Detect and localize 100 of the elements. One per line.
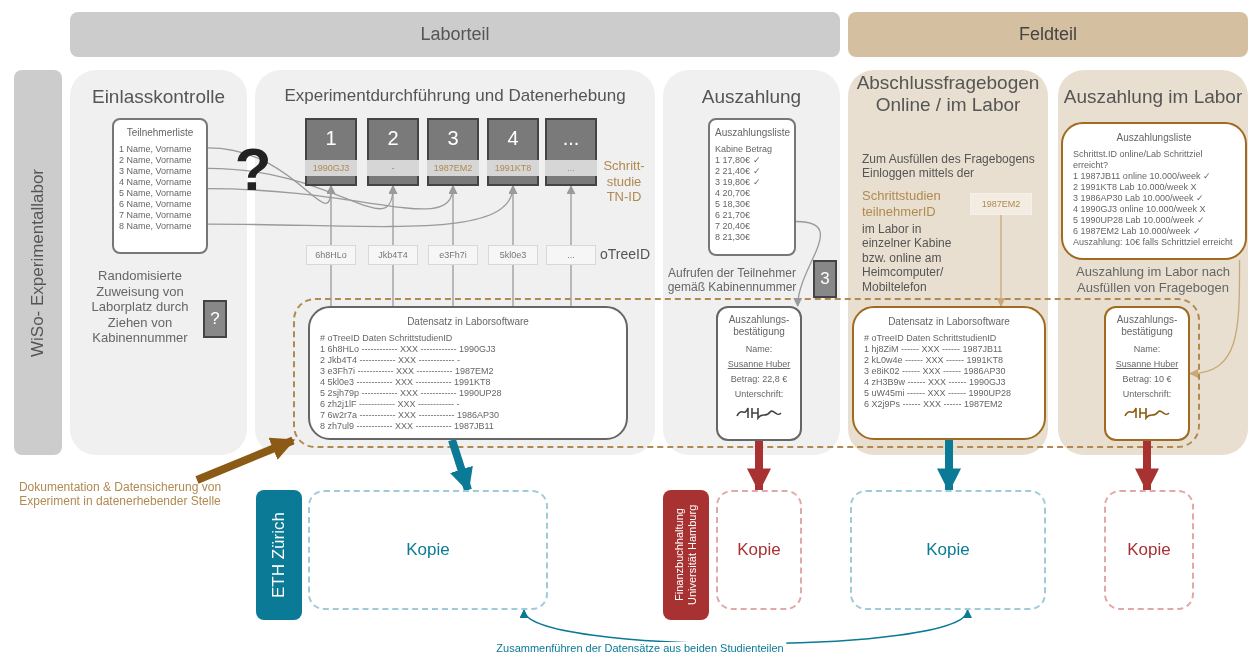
id-tag: 5kl0e3 [488,245,538,265]
id-tag: e3Fh7i [428,245,478,265]
table-row-text: 4 20,70€ [715,188,752,200]
thick-arrow [1135,441,1159,493]
arrow [566,185,576,246]
copy-card: Kopie [308,490,548,610]
table-row-text: 5 18,30€ [715,199,752,210]
arrow [1189,259,1241,378]
table-row-text: 3 e8iK02 ------ XXX ------ 1986AP30 [864,366,1007,378]
cabin-number: 4 [506,126,520,151]
arrow [996,214,1006,307]
table-row-text: 2 kL0w4e ------ XXX ------ 1991KT8 [864,355,1005,367]
id-tag: ... [546,245,596,265]
table-row-text: Auszahlung: 10€ falls Schrittziel erreicht [1073,236,1234,248]
name-value: Susanne Huber [1114,359,1180,371]
section-band: WiSo- Experimentallabor [14,70,62,455]
arrow [448,185,458,246]
edge-label: Zusammenführen der Datensätze aus beiden Studienteilen [493,642,787,654]
label-text: im Labor in einzelner Kabine bzw. online am Heimcomputer/ Mobiltelefon [862,222,953,296]
cabin-number: 2 [386,126,400,151]
table-row-text: 7 6w2r7a ------------ XXX ------------ 1986AP30 [320,409,500,421]
arrow [326,185,336,246]
cabin-card [545,118,597,186]
panel-title: Einlasskontrolle [90,86,227,108]
table-row-text: 4 zH3B9w ------ XXX ------ 1990GJ3 [864,377,1007,389]
table-row-text: 5 Name, Vorname [119,188,193,200]
panel-title: Experimentdurchführung und Datenerhebung [283,86,627,106]
copy-card: Kopie [716,490,802,610]
cabin-number: 3 [446,126,460,151]
participant-id: ... [545,160,597,176]
table-row-text: 4 5kl0e3 ------------ XXX ------------ 1991KT8 [320,377,492,389]
label-text: oTreeID [600,246,650,264]
table-row-text: 3 1986AP30 Lab 10.000/week ✓ [1073,193,1206,205]
table-row-text: 1 1987JB11 online 10.000/week ✓ [1073,171,1212,183]
document-card [112,118,208,254]
document-card [708,118,796,256]
amount-line: Betrag: 22,8 € [729,374,789,386]
table-row-text: 3 e3Fh7i ------------ XXX ------------ 1987EM2 [320,366,495,378]
panel-title: Auszahlung [700,86,803,108]
table-row-text: 6 Name, Vorname [119,199,193,210]
table-row-text: 1 hj8ZiM ------ XXX ------ 1987JB11 [864,344,1004,356]
document-title: Auszahlungsliste [1115,132,1193,145]
receipt-title: Auszahlungs- bestätigung [1115,314,1179,339]
id-tag: 6h8HLo [306,245,356,265]
table-row-text: 3 19,80€ ✓ [715,177,762,189]
organization-tab: Finanzbuchhaltung Universität Hamburg [663,490,709,620]
table-row-text: 4 Name, Vorname [119,177,193,189]
organization-tab: ETH Zürich [256,490,302,620]
document-card [308,306,628,440]
caption-text: Randomisierte Zuweisung von Laborplatz durch Ziehen von Kabinennummer [90,268,190,348]
id-tag: 1987EM2 [970,193,1032,215]
document-title: Auszahlungsliste [715,127,789,140]
connector-line [570,264,572,307]
copy-card: Kopie [850,490,1046,610]
arrow [508,185,518,246]
receipt-title: Auszahlungs- bestätigung [727,314,791,339]
table-header: # oTreeID Daten SchrittstudienID [320,333,454,345]
label-text: Zum Ausfüllen des Fragebogens Einloggen mittels der [862,152,1036,183]
connector-line [392,264,394,307]
document-title: Datensatz in Laborsoftware [406,316,530,329]
field-label: Name: [1132,344,1162,356]
connector-line [512,264,514,307]
document-title: Teilnehmerliste [125,127,195,140]
table-row-text: 1 6h8HLo ------------ XXX ------------ 1990GJ3 [320,344,497,356]
table-row-text: 2 21,40€ ✓ [715,166,762,178]
arrow [794,220,822,307]
table-row-text: 6 zh2j1lF ------------ XXX ------------ - [320,399,461,410]
cabin-card [427,118,479,186]
table-row-text: 7 20,40€ [715,220,752,232]
table-header: Kabine Betrag [715,144,774,156]
field-label: Name: [744,344,774,356]
table-row-text: 2 1991KT8 Lab 10.000/week X [1073,182,1198,194]
table-row-text: 2 Name, Vorname [119,155,193,167]
cabin-number: ... [561,126,581,151]
arrow [388,185,398,246]
participant-id: 1991KT8 [487,160,539,176]
table-header: # oTreeID Daten SchrittstudienID [864,333,998,345]
participant-id: 1990GJ3 [305,160,357,176]
document-card [1061,122,1247,260]
amount-line: Betrag: 10 € [1121,374,1173,386]
label-text: Aufrufen der Teilnehmer gemäß Kabinennummer [666,266,798,296]
table-row-text: 7 Name, Vorname [119,210,193,221]
table-row-text: 5 2sjh79p ------------ XXX ------------ 1990UP28 [320,388,503,399]
table-row-text: 6 21,70€ [715,210,752,221]
document-card [852,306,1046,440]
cabin-number: 1 [324,126,338,151]
question-mark: ? [233,140,273,205]
document-title: Datensatz in Laborsoftware [887,316,1011,329]
cabin-card [367,118,419,186]
cabin-card [305,118,357,186]
name-value: Susanne Huber [726,359,792,371]
number-card: 3 [813,260,837,298]
table-row-text: 6 1987EM2 Lab 10.000/week ✓ [1073,225,1202,237]
annotation-text: Dokumentation & Datensicherung von Experiment in datenerhebender Stelle [10,480,230,520]
table-row-text: 5 uW45mi ------ XXX ------ 1990UP28 [864,388,1013,399]
connector-line [452,264,454,307]
id-tag: Jkb4T4 [368,245,418,265]
label-text: Schrittstudien teilnehmerID [862,188,942,221]
table-row-text: 6 X2j9Ps ------ XXX ------ 1987EM2 [864,399,1004,410]
caption-text: Auszahlung im Labor nach Ausfüllen von Fragebogen [1075,264,1231,297]
